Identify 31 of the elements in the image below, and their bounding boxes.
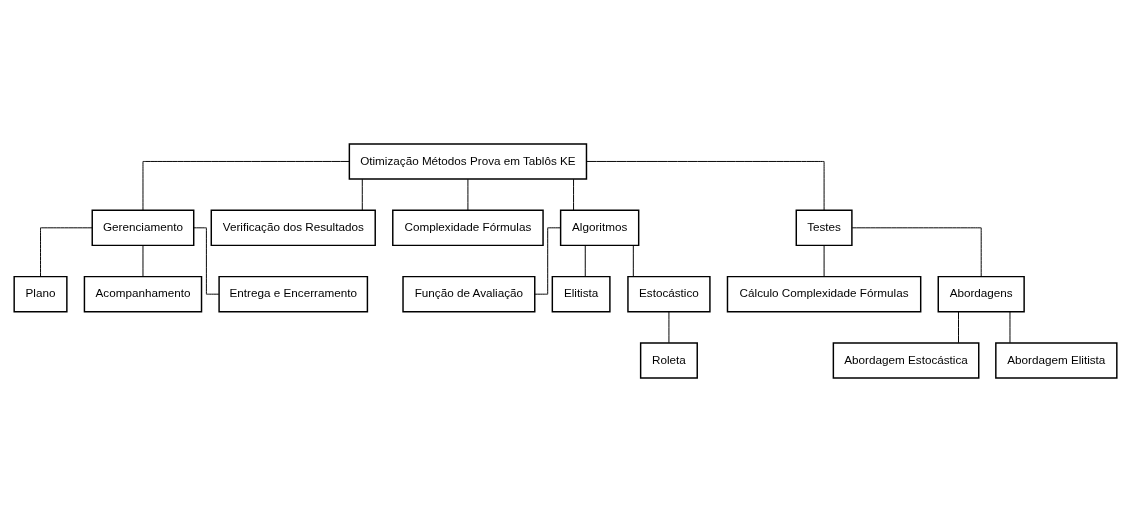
node-box: Elitista [551,275,611,312]
node-box: Abordagens [937,275,1025,312]
node-box: Abordagem Elitista [995,341,1118,379]
node-box: Abordagem Estocástica [832,341,980,379]
connector [467,178,469,210]
node-box: Roleta [639,341,698,379]
connector [573,178,575,210]
node-box: Verificação dos Resultados [210,209,376,246]
connector [142,244,144,277]
connector [584,244,586,277]
connector [142,160,350,211]
node-box: Otimização Métodos Prova em Tablôs KE [348,142,588,180]
node-box: Cálculo Complexidade Fórmulas [726,275,922,312]
connector [586,160,825,211]
connector [1009,310,1011,343]
connector [851,226,982,277]
node-box: Estocástico [627,275,711,312]
connector [40,226,93,277]
node-box: Função de Avaliação [402,275,536,312]
node-box: Acompanhamento [83,275,203,312]
node-box: Entrega e Encerramento [218,275,369,312]
node-box: Plano [13,275,68,312]
node-box: Testes [795,209,853,246]
connector [668,310,670,343]
connector [958,310,959,343]
node-box: Complexidade Fórmulas [392,209,544,246]
connector [361,178,363,210]
node-box: Gerenciamento [91,209,195,246]
node-box: Algoritmos [559,209,640,246]
connector [632,244,634,277]
connector [823,244,825,277]
